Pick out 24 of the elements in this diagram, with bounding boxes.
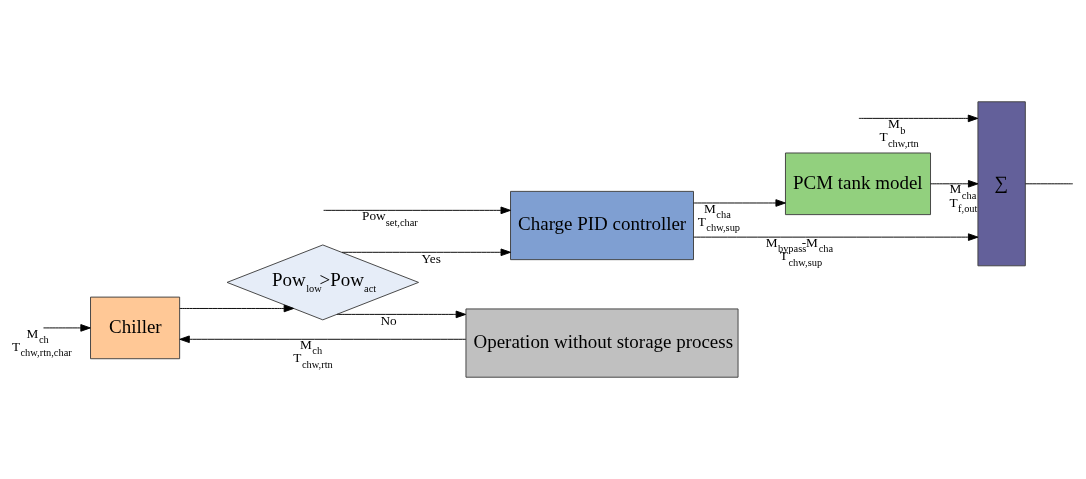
node-box: ∑	[977, 101, 1026, 267]
edge-label: M$_{ch}$ T$_{chw,rtn}$	[293, 336, 333, 370]
arrow	[179, 335, 467, 344]
node-box: Operation without storage process	[465, 308, 739, 378]
edge-label: M$_{cha}$ T$_{chw,sup}$	[697, 200, 741, 234]
arrow	[930, 180, 979, 188]
edge-label: M$_{b}$ T$_{chw,rtn}$	[879, 116, 919, 149]
edge-label: M$_{ch}$ T$_{chw,rtn,char}$	[11, 325, 72, 359]
arrow	[693, 199, 786, 207]
arrow	[43, 324, 91, 332]
edge-label: M$_{bypass}$-M$_{cha}$ T$_{chw,sup}$	[765, 234, 834, 268]
edge-label: Yes	[421, 250, 441, 266]
node-box: PCM tank model	[785, 152, 931, 216]
arrow	[323, 206, 511, 215]
node-box: Chiller	[90, 296, 181, 360]
edge-label: Pow$_{set,char}$	[362, 208, 418, 228]
arrow	[336, 310, 467, 319]
node-box: Charge PID controller	[510, 190, 694, 261]
arrow	[858, 114, 979, 123]
arrow	[693, 233, 979, 241]
connector	[1025, 183, 1074, 185]
edge-label: M$_{cha}$ T$_{f,out}$	[949, 181, 978, 215]
arrow	[341, 248, 511, 257]
arrow	[179, 304, 295, 313]
